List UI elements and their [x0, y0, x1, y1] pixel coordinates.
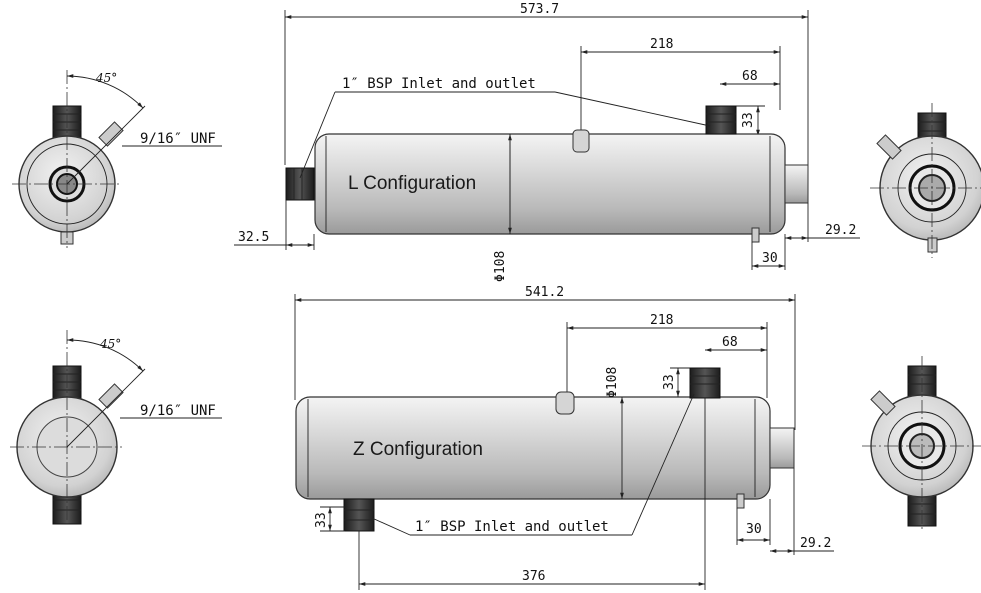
dim-left-offset: 32.5	[238, 230, 269, 245]
end-view-bottom-right	[862, 356, 981, 530]
dim-30: 30	[762, 251, 778, 266]
dim-diameter: Φ108	[493, 251, 508, 282]
angle-label: 45°	[95, 71, 117, 85]
dim-diameter: Φ108	[605, 367, 620, 398]
end-view-top-right	[870, 103, 981, 258]
dim-33-bottom: 33	[314, 512, 329, 528]
dim-29-2: 29.2	[825, 223, 856, 238]
configuration-label: L Configuration	[348, 173, 476, 194]
dim-68: 68	[742, 69, 758, 84]
thread-label: 9/16″ UNF	[140, 403, 216, 419]
dim-30: 30	[746, 522, 762, 537]
dim-68: 68	[722, 335, 738, 350]
dim-overall: 541.2	[525, 285, 564, 300]
dim-inlet-spacing: 218	[650, 37, 673, 52]
inlet-note: 1″ BSP Inlet and outlet	[415, 519, 609, 535]
thread-label: 9/16″ UNF	[140, 131, 216, 147]
end-view-top-left: 45° 9/16″ UNF	[12, 70, 222, 248]
dim-33-top: 33	[662, 374, 677, 390]
inlet-note: 1″ BSP Inlet and outlet	[342, 76, 536, 92]
dim-29-2: 29.2	[800, 536, 831, 551]
end-view-bottom-left: 45° 9/16″ UNF	[10, 330, 222, 525]
l-configuration-view: 573.7 218 68 33 L Configuration 1″ BSP I…	[234, 2, 860, 282]
dim-33: 33	[741, 112, 756, 128]
dim-376: 376	[522, 569, 545, 584]
z-configuration-view: 541.2 218 68 33 Φ108 Z Configuration 1″ …	[294, 285, 834, 590]
dim-overall: 573.7	[520, 2, 559, 17]
configuration-label: Z Configuration	[353, 439, 483, 460]
dim-inlet-spacing: 218	[650, 313, 673, 328]
angle-label: 45°	[99, 337, 121, 351]
